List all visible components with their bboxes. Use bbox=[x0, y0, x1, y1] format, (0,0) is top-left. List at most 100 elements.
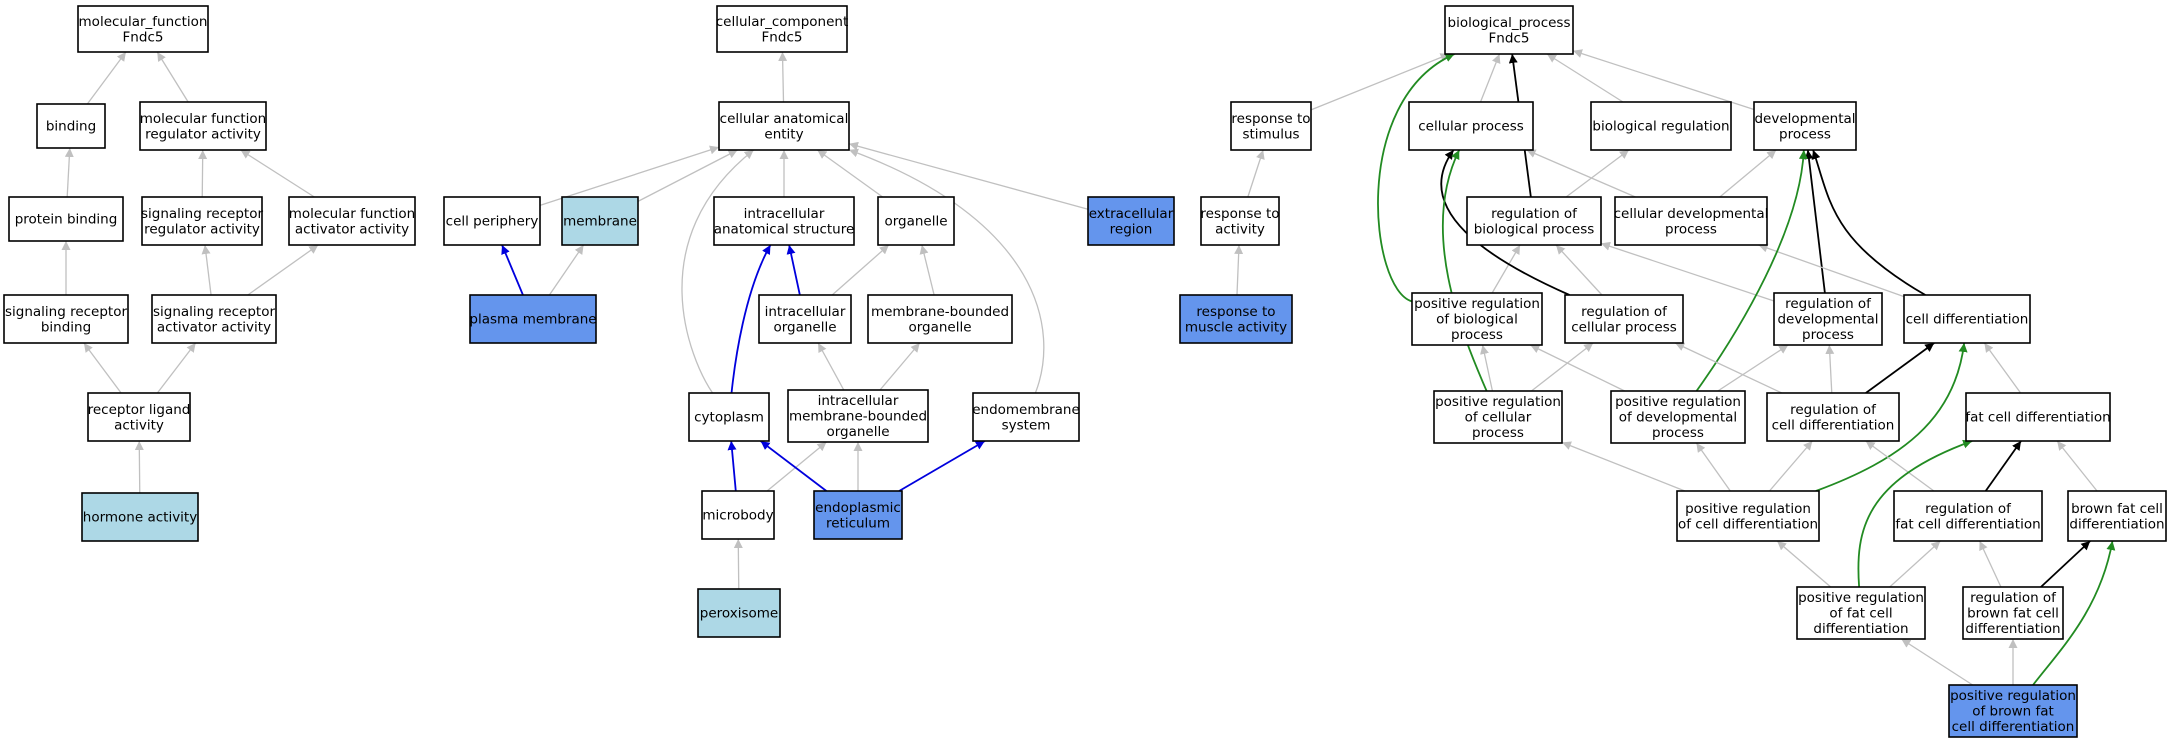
node-plasmamem[interactable]: plasma membrane bbox=[469, 294, 597, 344]
node-box bbox=[713, 196, 855, 246]
node-box bbox=[1411, 292, 1543, 346]
node-label-line: regulator activity bbox=[144, 221, 260, 237]
node-cellproc[interactable]: cellular process bbox=[1408, 101, 1534, 151]
node-hormone[interactable]: hormone activity bbox=[81, 492, 199, 542]
edge-microbody-to-intmembbound bbox=[766, 441, 827, 492]
node-peroxisome[interactable]: peroxisome bbox=[697, 588, 781, 638]
edge-binding-to-mf bbox=[86, 51, 127, 105]
node-box bbox=[1676, 490, 1820, 542]
edge-regdev-to-regbio bbox=[1600, 241, 1775, 302]
node-box bbox=[36, 103, 106, 149]
edge-peroxisome-to-microbody bbox=[733, 538, 743, 590]
edge-sigrecact-to-mfact bbox=[247, 244, 319, 296]
node-box bbox=[1753, 101, 1857, 151]
node-label-line: differentiation bbox=[1965, 621, 2060, 637]
node-bioreg[interactable]: biological regulation bbox=[1590, 101, 1732, 151]
node-box bbox=[151, 294, 277, 344]
node-label-line: of fat cell bbox=[1829, 606, 1892, 622]
edge-recligand-to-sigrecact bbox=[156, 342, 197, 394]
edge-regcelldiff-to-regcell bbox=[1674, 342, 1783, 394]
node-box bbox=[1590, 101, 1732, 151]
node-organelle[interactable]: organelle bbox=[877, 196, 955, 246]
edge-extracell-to-cae bbox=[848, 141, 1089, 210]
edge-cae-to-cc bbox=[778, 51, 788, 103]
node-box bbox=[697, 588, 781, 638]
edge-posregcelldiff-to-regcelldiff bbox=[1768, 440, 1813, 492]
node-box bbox=[787, 389, 929, 443]
node-label-line: peroxisome bbox=[700, 606, 778, 622]
node-label-line: system bbox=[1002, 417, 1051, 433]
node-box bbox=[77, 5, 209, 53]
edges-layer bbox=[61, 49, 2116, 686]
node-box bbox=[288, 196, 416, 246]
node-box bbox=[1893, 490, 2043, 542]
edge-plasmamem-to-cellper bbox=[501, 244, 524, 296]
node-label-line: endomembrane bbox=[972, 402, 1080, 418]
node-label-line: response to bbox=[1196, 304, 1275, 320]
node-box bbox=[1610, 390, 1746, 444]
node-label-line: activity bbox=[114, 417, 164, 433]
node-label-line: fat cell differentiation bbox=[1895, 516, 2040, 532]
node-label-line: cell differentiation bbox=[1906, 312, 2029, 328]
node-label-line: cellular process bbox=[1571, 319, 1677, 335]
node-label-line: regulation of bbox=[1790, 402, 1877, 418]
node-label-line: cell differentiation bbox=[1952, 719, 2075, 735]
node-microbody[interactable]: microbody bbox=[701, 490, 775, 540]
edge-cellper-to-cae bbox=[539, 145, 720, 207]
node-label-line: molecular_function bbox=[79, 14, 208, 30]
node-protbind[interactable]: protein binding bbox=[8, 196, 124, 242]
node-cytoplasm[interactable]: cytoplasm bbox=[688, 392, 770, 442]
edge-fatdiff-to-celldiff bbox=[1983, 342, 2022, 394]
node-label-line: hormone activity bbox=[83, 510, 197, 526]
node-membrane[interactable]: membrane bbox=[561, 196, 639, 246]
node-box bbox=[1773, 292, 1883, 346]
node-label-line: cellular developmental bbox=[1614, 206, 1769, 222]
edge-posregfat-to-regfatdiff bbox=[1889, 540, 1941, 588]
node-binding[interactable]: binding bbox=[36, 103, 106, 149]
node-box bbox=[1965, 392, 2111, 442]
node-box bbox=[469, 294, 597, 344]
node-celldiff[interactable]: cell differentiation bbox=[1903, 294, 2031, 344]
node-label-line: cellular_component bbox=[716, 14, 848, 30]
edge-posregcelldiff-to-posregcell bbox=[1561, 441, 1686, 492]
node-cellper[interactable]: cell periphery bbox=[443, 196, 541, 246]
node-fatdiff[interactable]: fat cell differentiation bbox=[1965, 392, 2111, 442]
node-label-line: biological regulation bbox=[1592, 119, 1729, 135]
